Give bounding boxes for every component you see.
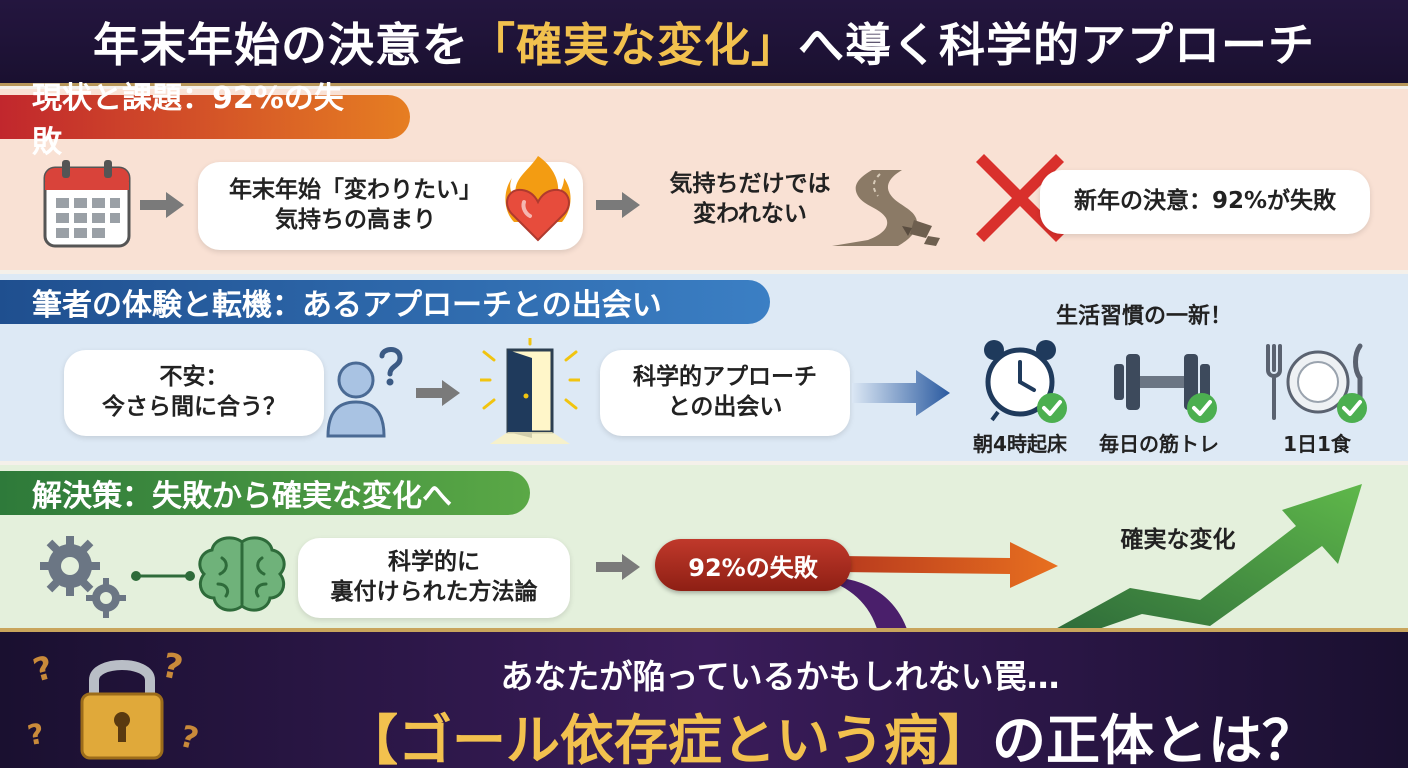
anxiety-bubble: 不安： 今さら間に合う？ (64, 350, 324, 436)
dumbbell-icon (1114, 354, 1217, 423)
burning-heart-icon (505, 156, 571, 242)
big-arrow-right-icon (852, 370, 950, 416)
bottom-headline-rest: の正体とは？ (992, 709, 1316, 768)
section1-title: 現状と課題：92%の失敗 (0, 81, 410, 160)
title-pre: 年末年始の決意を (93, 17, 469, 72)
method-bubble: 科学的に 裏付けられた方法論 (298, 538, 570, 618)
feeling-line1: 年末年始「変わりたい」 (229, 177, 482, 204)
method-line1: 科学的に (388, 549, 480, 576)
crumbling-road-icon (832, 170, 940, 246)
svg-text:?: ? (176, 719, 202, 757)
habit-training-label: 毎日の筋トレ (1099, 432, 1219, 456)
encounter-line1: 科学的アプローチ (633, 364, 817, 391)
failure-result-text: 新年の決意：92%が失敗 (1073, 188, 1337, 215)
arrow-right-icon (140, 192, 184, 218)
brain-icon (198, 536, 286, 612)
padlock-icon: ? ? ? ? (25, 645, 202, 760)
purple-swoop (820, 578, 908, 632)
fail-pill: 92%の失敗 (655, 539, 851, 591)
calendar-icon (43, 160, 131, 248)
bottom-teaser: あなたが陥っているかもしれない罠… (500, 657, 1060, 696)
svg-text:?: ? (159, 645, 187, 688)
cannot-change-line2: 変われない (693, 200, 807, 227)
feeling-line2: 気持ちの高まり (275, 207, 436, 233)
page-header: 年末年始の決意を「確実な変化」へ導く科学的アプローチ (0, 0, 1408, 86)
arrow-right-icon (416, 380, 460, 406)
connector-line (131, 571, 195, 581)
gears-icon (40, 536, 126, 618)
section2-title: 筆者の体験と転機：あるアプローチとの出会い (0, 280, 770, 324)
method-line2: 裏付けられた方法論 (330, 579, 538, 605)
anxiety-line1: 不安： (159, 364, 229, 391)
failure-result-bubble: 新年の決意：92%が失敗 (1040, 170, 1370, 234)
section3-title: 解決策：失敗から確実な変化へ (0, 471, 530, 515)
habit-meal-label: 1日1食 (1283, 432, 1351, 456)
bottom-banner: ? ? ? ? あなたが陥っているかもしれない罠… 【ゴール依存症という病】の正… (0, 628, 1408, 768)
orange-arrow-icon (840, 542, 1058, 588)
arrow-right-icon (596, 192, 640, 218)
open-door-icon (480, 338, 580, 444)
svg-text:?: ? (25, 717, 47, 752)
cannot-change-text: 気持ちだけでは 変われない (650, 170, 850, 230)
page-title: 年末年始の決意を「確実な変化」へ導く科学的アプローチ (93, 9, 1315, 75)
anxiety-line2: 今さら間に合う？ (102, 394, 286, 420)
svg-text:?: ? (29, 648, 57, 690)
encounter-bubble: 科学的アプローチ との出会い (600, 350, 850, 436)
bottom-headline: 【ゴール依存症という病】の正体とは？ (270, 696, 1390, 768)
arrow-right-icon (596, 554, 640, 580)
person-question-icon (326, 347, 403, 438)
habits-title: 生活習慣の一新！ (1056, 304, 1233, 329)
rising-arrow-icon (1050, 484, 1362, 632)
bottom-headline-highlight: 【ゴール依存症という病】 (344, 709, 992, 768)
plate-icon (1266, 343, 1367, 423)
title-post: へ導く科学的アプローチ (798, 17, 1315, 72)
success-label: 確実な変化 (1120, 527, 1236, 553)
encounter-line2: との出会い (667, 394, 783, 420)
title-highlight: 「確実な変化」 (469, 17, 798, 72)
cannot-change-line1: 気持ちだけでは (669, 171, 831, 197)
alarm-clock-icon (984, 340, 1067, 423)
habit-wake-label: 朝4時起床 (973, 432, 1067, 456)
